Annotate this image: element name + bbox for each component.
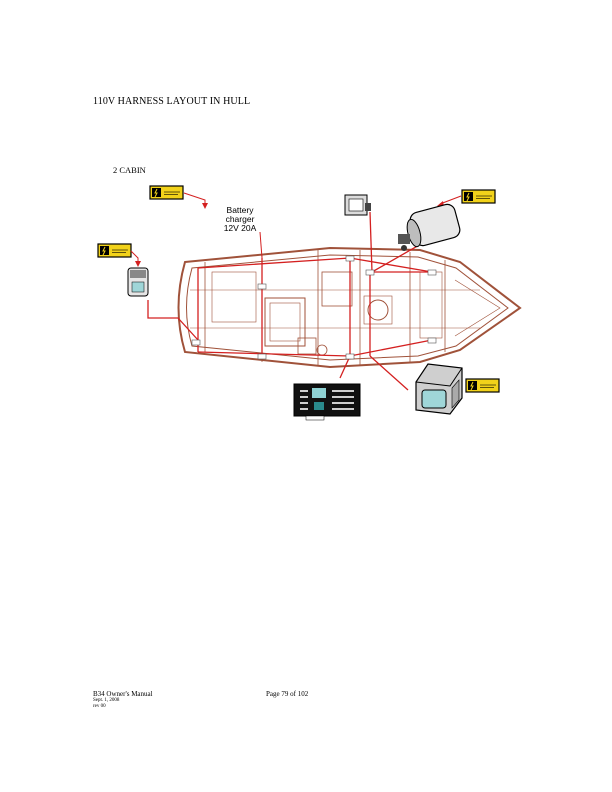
connector-boxes	[191, 255, 437, 360]
warning-label-icon	[97, 243, 141, 267]
footer-left: B34 Owner's Manual Sept. 1, 2008 rev 00	[93, 690, 153, 710]
outlet-box-icon	[344, 194, 371, 216]
warning-label-icon	[465, 378, 500, 393]
warning-label-icon	[437, 189, 496, 207]
page-number: Page 79 of 102	[266, 690, 309, 698]
manual-title: B34 Owner's Manual	[93, 690, 153, 698]
section-subtitle: 2 CABIN	[113, 165, 146, 175]
manual-revision: rev 00	[93, 704, 106, 709]
electrical-panel-icon	[293, 383, 361, 421]
water-heater-icon	[398, 203, 461, 251]
charger-label-line1: Battery	[227, 205, 255, 215]
warning-label-icon	[149, 185, 208, 209]
shore-power-inlet-icon	[127, 267, 149, 297]
charger-label-line2: charger	[226, 214, 255, 224]
manual-date: Sept. 1, 2008	[93, 698, 120, 703]
charger-label-line3: 12V 20A	[224, 223, 257, 233]
display-unit-icon	[415, 363, 463, 415]
hull-outline	[177, 246, 522, 369]
page-title: 110V HARNESS LAYOUT IN HULL	[93, 96, 251, 107]
